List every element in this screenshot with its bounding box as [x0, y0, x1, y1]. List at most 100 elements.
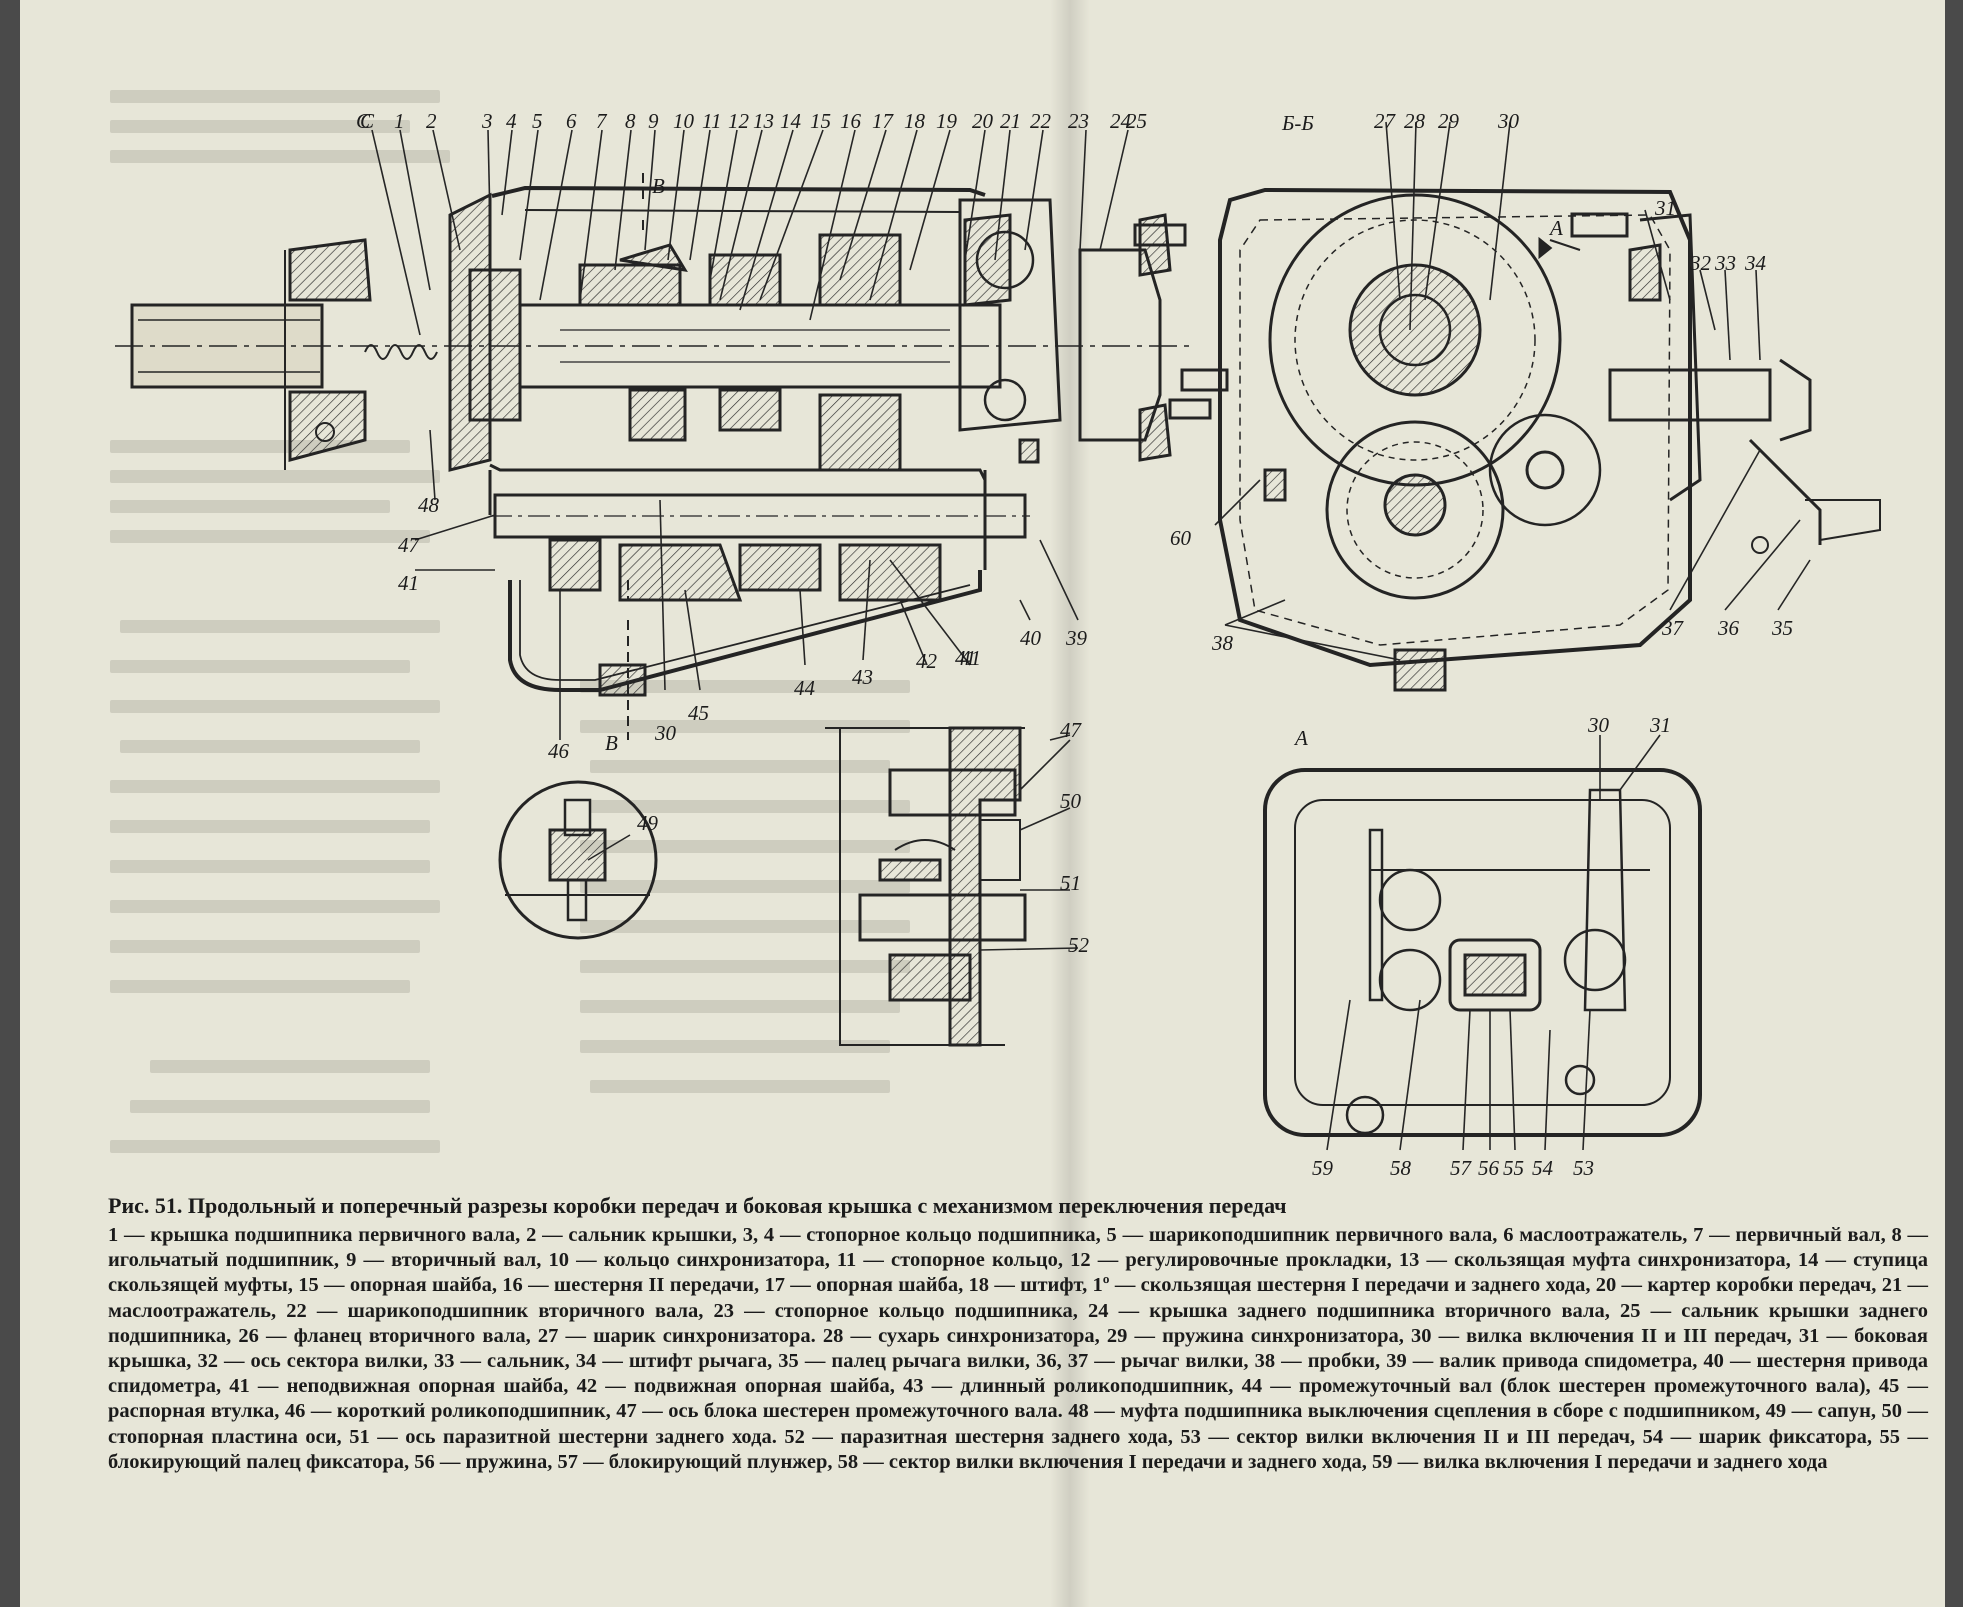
callout-label: 28 [1404, 109, 1426, 133]
gearbox-drawing: C 1 2 3 4 5 6 7 8 9 10 11 12 13 14 15 16… [115, 109, 1881, 1180]
bleed-through-line [130, 1100, 430, 1113]
callout-label: 46 [548, 739, 570, 763]
callout-label: 48 [418, 493, 440, 517]
bleed-through-line [580, 880, 910, 893]
bleed-through-line [110, 1140, 440, 1153]
callout-label: 52 [1068, 933, 1090, 957]
callout-label: 34 [1744, 251, 1767, 275]
bleed-through-line [110, 120, 410, 133]
callout-label: 9 [648, 109, 659, 133]
callout-label: 14 [780, 109, 802, 133]
callout-label: 47 [1060, 718, 1083, 742]
callout-label: 17 [872, 109, 895, 133]
bleed-through-line [110, 500, 390, 513]
bleed-through-line [120, 620, 440, 633]
callout-label: 51 [1060, 871, 1081, 895]
bleed-through-line [110, 700, 440, 713]
bleed-through-line [110, 470, 440, 483]
breather-detail [498, 780, 658, 940]
bleed-through-line [110, 90, 440, 103]
bleed-through-text [110, 60, 1110, 1170]
bleed-through-line [110, 150, 450, 163]
bleed-through-line [110, 860, 430, 873]
arrow-label: А [1548, 216, 1563, 240]
callout-label: 18 [904, 109, 926, 133]
callout-label: 3 [481, 109, 493, 133]
bleed-through-line [590, 1080, 890, 1093]
callout-label: 19 [936, 109, 958, 133]
callout-label: 40 [1020, 626, 1042, 650]
callout-label: 36 [1717, 616, 1740, 640]
callout-label: 12 [728, 109, 750, 133]
bleed-through-line [110, 780, 440, 793]
callout-label: 41 [955, 646, 976, 670]
section-mark: С [356, 109, 371, 133]
bleed-through-line [110, 530, 430, 543]
cross-section [1180, 187, 1881, 692]
callout-label: 22 [1030, 109, 1052, 133]
callout-label: 57 [1450, 1156, 1473, 1180]
callout-label: 54 [1532, 1156, 1554, 1180]
callout-label: 23 [1068, 109, 1089, 133]
callout-label: 7 [596, 109, 608, 133]
callout-label: 4 [506, 109, 517, 133]
callout-label: 55 [1503, 1156, 1524, 1180]
bleed-through-line [580, 840, 910, 853]
callout-label: 24 [1110, 109, 1132, 133]
callout-label: 60 [1170, 526, 1192, 550]
bleed-through-line [580, 1040, 890, 1053]
callout-label: 56 [1478, 1156, 1500, 1180]
callout-label: 16 [840, 109, 862, 133]
view-label: А [1293, 726, 1308, 750]
callout-label: 6 [566, 109, 577, 133]
page-fold [1050, 0, 1090, 1607]
bleed-through-line [590, 760, 890, 773]
callout-label: 20 [972, 109, 994, 133]
callout-label: 49 [637, 811, 659, 835]
caption-legend: 1 — крышка подшипника первичного вала, 2… [108, 1224, 1928, 1473]
callout-label: 59 [1312, 1156, 1334, 1180]
callout-label: 11 [702, 109, 721, 133]
callout-label: 31 [1654, 196, 1676, 220]
callout-label: 42 [916, 649, 938, 673]
bleed-through-line [120, 740, 420, 753]
side-cover-view-a [1263, 768, 1702, 1137]
callout-label: 41 [960, 646, 981, 670]
callout-label: 5 [532, 109, 543, 133]
callout-label: 50 [1060, 789, 1082, 813]
callout-label: 13 [753, 109, 774, 133]
figure-caption: Рис. 51. Продольный и поперечный разрезы… [108, 1193, 1928, 1475]
callout-label: 41 [398, 571, 419, 595]
callout-label: 2 [426, 109, 437, 133]
bleed-through-line [580, 1000, 900, 1013]
section-mark: В [605, 731, 618, 755]
callout-label: 10 [673, 109, 695, 133]
callout-label: 32 [1689, 251, 1712, 275]
section-mark: В [652, 174, 665, 198]
bleed-through-line [580, 920, 910, 933]
bleed-through-line [580, 680, 910, 693]
callout-label: 58 [1390, 1156, 1412, 1180]
reverse-idler-detail [825, 726, 1027, 1047]
callout-label: 35 [1771, 616, 1793, 640]
callout-label: 47 [398, 533, 421, 557]
callout-label: 45 [688, 701, 709, 725]
section-label: Б-Б [1281, 111, 1314, 135]
callout-label: 44 [794, 676, 816, 700]
scanned-page: C 1 2 3 4 5 6 7 8 9 10 11 12 13 14 15 16… [20, 0, 1945, 1607]
callout-label: 29 [1438, 109, 1460, 133]
callout-label: 37 [1661, 616, 1685, 640]
callout-label: 30 [1587, 713, 1610, 737]
bleed-through-line [590, 800, 910, 813]
callout-label: 43 [852, 665, 873, 689]
callout-label: 39 [1065, 626, 1088, 650]
callout-label: 27 [1374, 109, 1397, 133]
callout-label: 15 [810, 109, 831, 133]
callout-label: 30 [1497, 109, 1520, 133]
bleed-through-line [580, 960, 910, 973]
callout-label: 38 [1211, 631, 1234, 655]
bleed-through-line [110, 820, 430, 833]
bleed-through-line [150, 1060, 430, 1073]
bleed-through-line [580, 720, 910, 733]
callout-label: 53 [1573, 1156, 1594, 1180]
